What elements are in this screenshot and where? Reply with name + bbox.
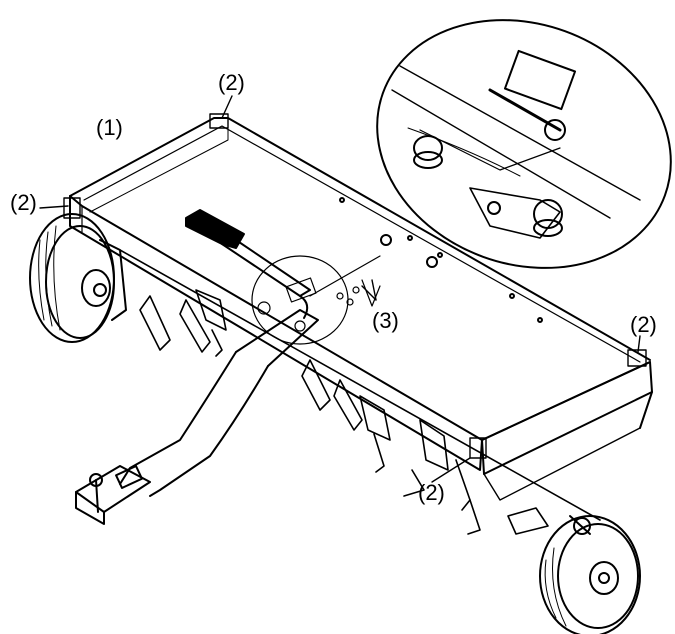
left-wheel [29, 213, 127, 343]
callout-label-3: (3) [372, 308, 399, 333]
callout-label-2-bottom: (2) [418, 480, 445, 505]
callout-label-2-top: (2) [218, 70, 245, 95]
callout-label-1: (1) [96, 115, 123, 140]
callout-leaders [39, 95, 641, 483]
callout-label-2-left: (2) [10, 190, 37, 215]
tine-assembly [119, 249, 601, 535]
callout-label-2-right: (2) [630, 312, 657, 337]
tray-body [63, 113, 653, 501]
detail-magnifier-small [251, 255, 381, 345]
detail-magnifier-large [376, 19, 672, 269]
right-wheel [539, 515, 641, 634]
weight-handle [185, 209, 311, 319]
